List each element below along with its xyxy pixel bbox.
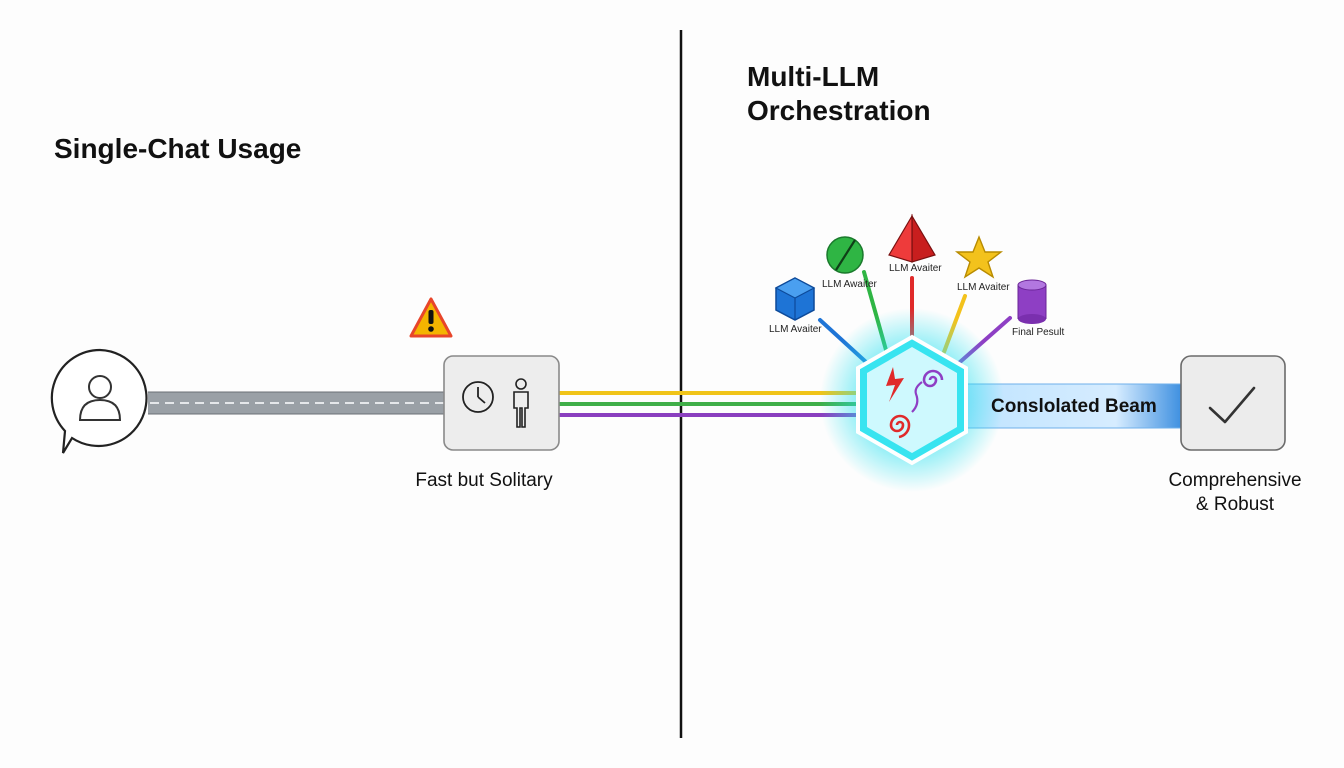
avatar-label-cylinder: Final Pesult — [1012, 327, 1065, 338]
warning-icon — [409, 297, 453, 338]
result-caption-line1: Comprehensive — [1168, 470, 1302, 491]
multi-llm-title-line2: Orchestration — [747, 95, 931, 126]
orchestration-hub — [820, 308, 1004, 492]
lightning-icon — [886, 367, 904, 402]
clock-icon — [462, 381, 494, 413]
avatar-label-cube: LLM Avaiter — [769, 324, 822, 335]
spiral-icon-purple — [922, 369, 944, 388]
single-chat-title: Single-Chat Usage — [54, 133, 302, 164]
result-box — [1180, 355, 1286, 451]
single-chat-caption: Fast but Solitary — [415, 470, 553, 491]
llm-streams — [559, 391, 858, 417]
single-chat-connector — [148, 392, 446, 414]
avatar-label-circle: LLM Awaiter — [822, 279, 877, 290]
pyramid-avatar-icon — [888, 213, 936, 263]
consolidated-beam-label: Conslolated Beam — [991, 396, 1157, 417]
spiral-icon-red — [889, 414, 911, 439]
person-icon — [513, 378, 529, 428]
multi-llm-title-line1: Multi-LLM — [747, 61, 880, 92]
checkmark-icon — [1208, 386, 1256, 424]
star-avatar-icon — [954, 235, 1004, 279]
avatar-label-star: LLM Avaiter — [957, 282, 1010, 293]
result-caption-line2: & Robust — [1195, 494, 1275, 515]
circle-avatar-icon — [826, 236, 864, 274]
cylinder-avatar-icon — [1017, 279, 1047, 324]
single-chat-box — [443, 355, 560, 451]
user-chat-bubble-icon — [50, 348, 148, 454]
cube-avatar-icon — [774, 277, 816, 321]
avatar-label-pyramid: LLM Avaiter — [889, 263, 942, 274]
